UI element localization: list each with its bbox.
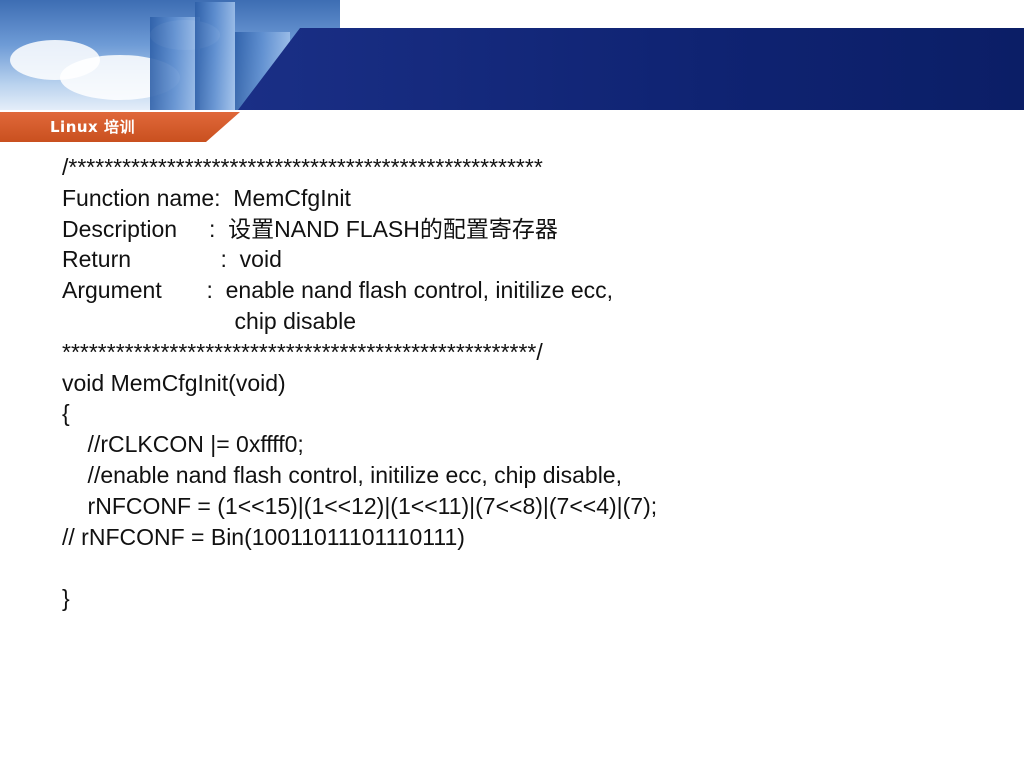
course-label: Linux 培训 [50,118,135,136]
code-block: /***************************************… [62,152,1012,614]
close-brace: } [62,585,70,612]
blank-line [62,552,1012,583]
function-name-line: Function name: MemCfgInit [62,184,351,211]
argument-continuation-line: chip disable [62,307,357,334]
description-line: Description : 设置NAND FLASH的配置寄存器 [62,215,558,242]
function-signature: void MemCfgInit(void) [62,369,286,396]
code-line-nfconf-bin: // rNFCONF = Bin(10011011101110111) [62,523,465,550]
comment-bottom-border: ****************************************… [62,338,543,365]
orange-label-tab [0,112,240,142]
return-line: Return : void [62,246,282,273]
header-banner: Linux 培训 [0,0,1024,142]
comment-top-border: /***************************************… [62,154,543,180]
code-line-comment: //enable nand flash control, initilize e… [62,461,622,488]
open-brace: { [62,400,70,427]
code-line-nfconf: rNFCONF = (1<<15)|(1<<12)|(1<<11)|(7<<8)… [62,492,658,519]
code-line-clkcon: //rCLKCON |= 0xffff0; [62,431,304,458]
argument-line: Argument : enable nand flash control, in… [62,277,614,304]
navy-header-band [238,28,1024,110]
